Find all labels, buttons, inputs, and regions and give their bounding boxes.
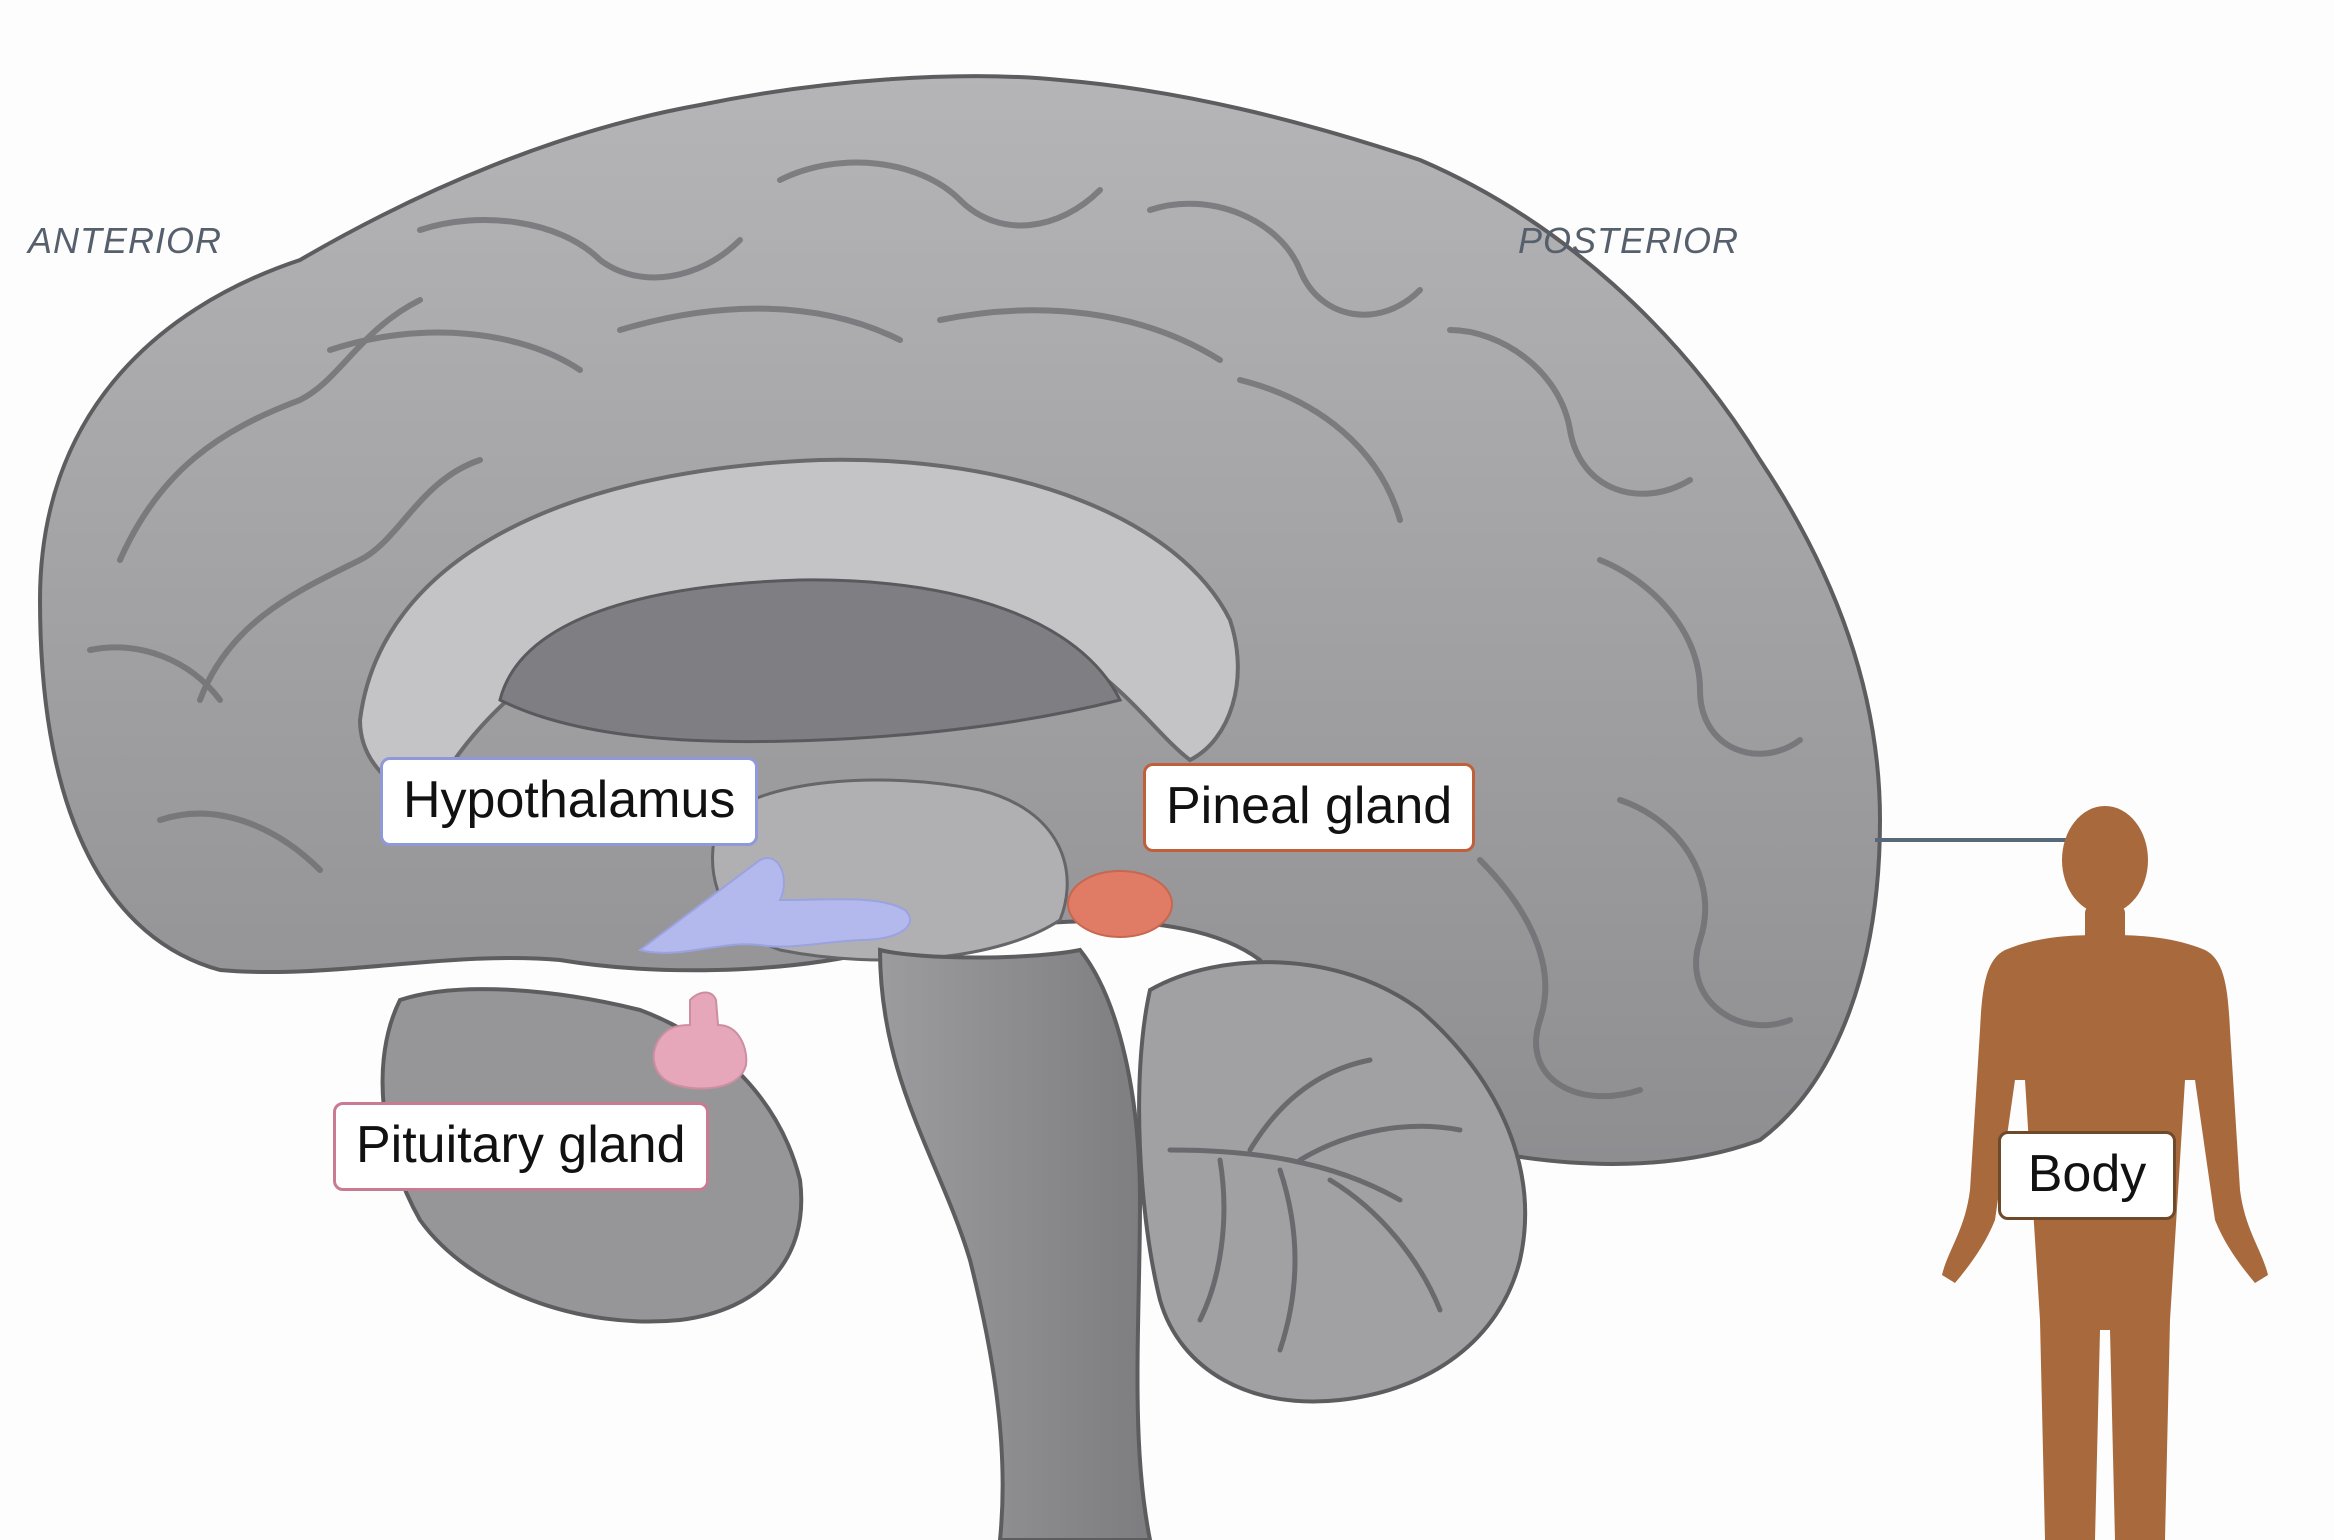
lateral-ventricle [498,578,1123,744]
hypothalamus-region [637,857,911,954]
corpus-callosum [357,457,1240,803]
posterior-label: POSTERIOR [1518,220,1740,261]
body-label: Body [1998,1131,2176,1221]
pineal-gland-region [1067,870,1173,938]
hypothalamus-label: Hypothalamus [380,757,759,847]
pituitary-gland-label: Pituitary gland [333,1102,709,1192]
pineal-gland-label: Pineal gland [1143,763,1476,853]
anterior-label: ANTERIOR [28,220,223,261]
arbor-vitae [1167,1057,1463,1353]
pituitary-gland-region [652,991,748,1090]
brainstem [877,947,1153,1540]
body-silhouette [1942,806,2268,1540]
gyri-texture [87,159,1803,1100]
